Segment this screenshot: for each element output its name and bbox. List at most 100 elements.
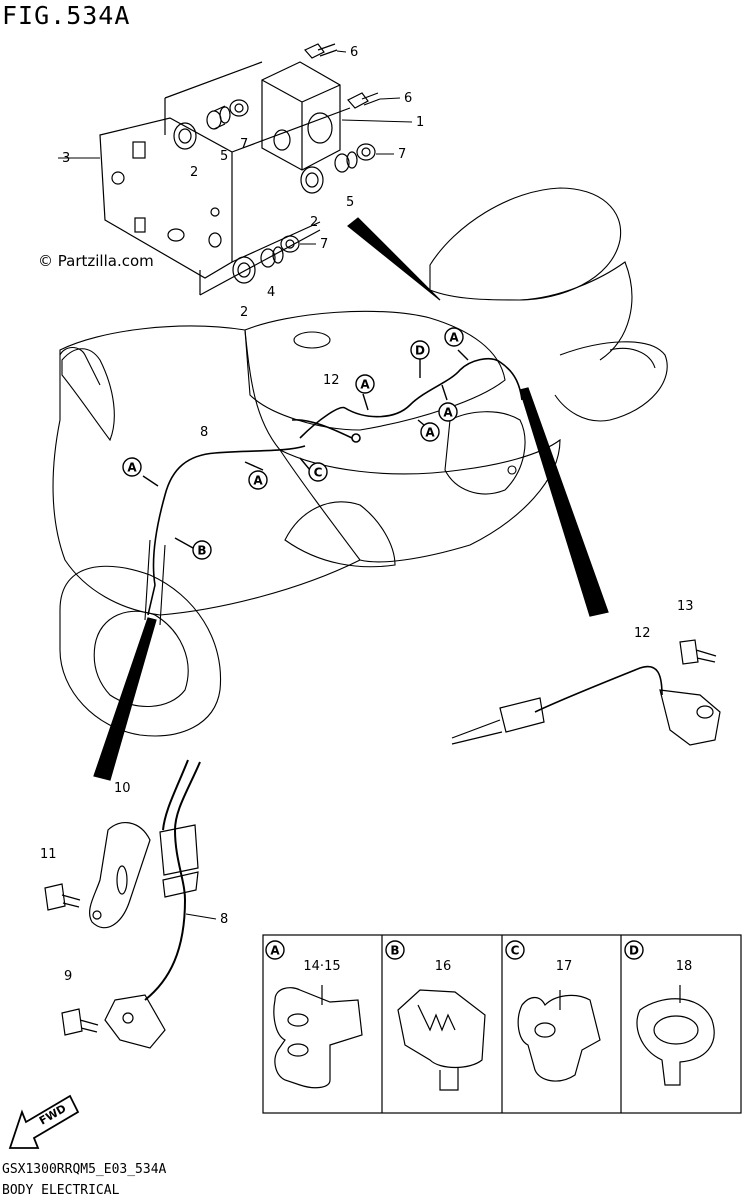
motorcycle-tail	[519, 261, 633, 361]
bracket-hole	[111, 171, 125, 185]
harness-routing	[147, 358, 523, 616]
relay-boss	[307, 112, 333, 144]
clamp-14-15-drawing	[273, 987, 363, 1089]
motorcycle-tank	[244, 310, 506, 431]
part-callout-c4: 4	[267, 285, 275, 300]
part-callout-c2c: 2	[240, 305, 248, 320]
part-callout-c8a: 8	[200, 425, 208, 440]
sensor-body	[104, 994, 166, 1049]
wire-branch	[291, 419, 353, 439]
footer-code: GSX1300RRQM5_E03_534A	[2, 1162, 167, 1177]
clamp-marker-d-letter: D	[415, 344, 425, 358]
bracket-hole	[92, 910, 102, 920]
clamp-marker-a: A	[355, 374, 375, 394]
footer-section: BODY ELECTRICAL	[2, 1183, 120, 1198]
detail-marker-a-letter: A	[270, 944, 280, 958]
assembly-line	[164, 61, 351, 296]
clamp-marker-a-letter: A	[443, 406, 453, 420]
clamp-marker-a-letter: A	[253, 474, 263, 488]
fairing-lower	[279, 438, 561, 563]
part-callout-c11: 11	[40, 847, 57, 862]
exhaust-tip	[609, 347, 656, 369]
clamp-marker-a-letter: A	[425, 426, 435, 440]
cap	[280, 235, 300, 253]
detail-marker-c: C	[505, 940, 525, 960]
detail-marker-b-letter: B	[390, 944, 399, 958]
wire-tail	[147, 584, 156, 616]
part-callout-c6a: 6	[350, 45, 358, 60]
sensor-grommet	[499, 697, 545, 733]
part-callout-c8b: 8	[220, 912, 228, 927]
grommet	[300, 166, 324, 194]
rear-speed-sensor	[451, 639, 721, 746]
pointer-wedge-rear-sensor	[519, 387, 609, 617]
part-callout-c7c: 7	[320, 237, 328, 252]
collar	[206, 105, 231, 130]
bracket-slot	[116, 865, 128, 895]
clamp-marker-a-letter: A	[127, 461, 137, 475]
part-callout-c5a: 5	[220, 149, 228, 164]
clamp-marker-b: B	[192, 540, 212, 560]
clamp-marker-b-letter: B	[197, 544, 206, 558]
clamp-marker-a-letter: A	[449, 331, 459, 345]
grommet	[232, 256, 256, 284]
detail-panels	[262, 934, 742, 1114]
bolt	[304, 43, 338, 59]
windscreen	[61, 348, 115, 442]
sensor-bracket	[88, 822, 151, 929]
relay-bracket-assembly	[99, 43, 381, 296]
bracket-hole	[208, 232, 222, 248]
side-panel-bolt	[507, 465, 517, 475]
bolt	[347, 92, 381, 109]
fairing-cutout	[284, 501, 396, 568]
detail-marker-c-letter: C	[511, 944, 520, 958]
mirror	[59, 346, 101, 386]
clamp-marker-a-letter: A	[360, 378, 370, 392]
clamp-18-drawing	[636, 998, 715, 1086]
detail-marker-a: A	[265, 940, 285, 960]
part-callout-c6b: 6	[404, 91, 412, 106]
sensor-mount-hole	[696, 705, 714, 719]
clamp-marker-a: A	[420, 422, 440, 442]
front-wheel-inner	[93, 610, 189, 707]
collar	[260, 246, 284, 268]
clamp-marker-a: A	[438, 402, 458, 422]
callout-leader	[336, 50, 347, 53]
detail-part-number: 16	[435, 959, 452, 974]
callout-leader	[185, 913, 217, 920]
pointer-wedge-front-sensor	[93, 617, 157, 781]
part-callout-c9: 9	[64, 969, 72, 984]
sensor-mount-hole	[122, 1012, 134, 1024]
bracket-hole	[210, 207, 220, 217]
front-speed-sensor	[44, 759, 201, 1049]
clamp-marker-a: A	[444, 327, 464, 347]
part-callout-c7a: 7	[240, 137, 248, 152]
motorcycle-fairing	[52, 325, 361, 616]
part-callout-c13: 13	[677, 599, 694, 614]
part-callout-c2a: 2	[190, 165, 198, 180]
bracket-hole	[167, 228, 185, 242]
clamp-16-drawing	[397, 989, 486, 1069]
collar	[334, 151, 358, 173]
clamp-marker-d: D	[410, 340, 430, 360]
detail-marker-d: D	[624, 940, 644, 960]
bracket-tab	[134, 217, 146, 233]
clamp-marker-a: A	[122, 457, 142, 477]
detail-part-number: 18	[676, 959, 693, 974]
bracket-plate	[99, 117, 233, 279]
connector	[351, 433, 361, 443]
clamp-marker-c-letter: C	[314, 466, 323, 480]
exhaust	[554, 341, 668, 422]
relay-unit	[261, 61, 341, 171]
sensor-cable-end	[451, 719, 503, 745]
clamp-marker-c: C	[308, 462, 328, 482]
clamp-marker-a: A	[248, 470, 268, 490]
motorcycle-outline	[52, 187, 668, 737]
part-callout-c7b: 7	[398, 147, 406, 162]
bracket-tab	[132, 141, 146, 159]
callout-leader	[379, 97, 401, 100]
callout-leader	[341, 119, 413, 123]
cap	[229, 99, 249, 117]
part-callout-c12b: 12	[634, 626, 651, 641]
